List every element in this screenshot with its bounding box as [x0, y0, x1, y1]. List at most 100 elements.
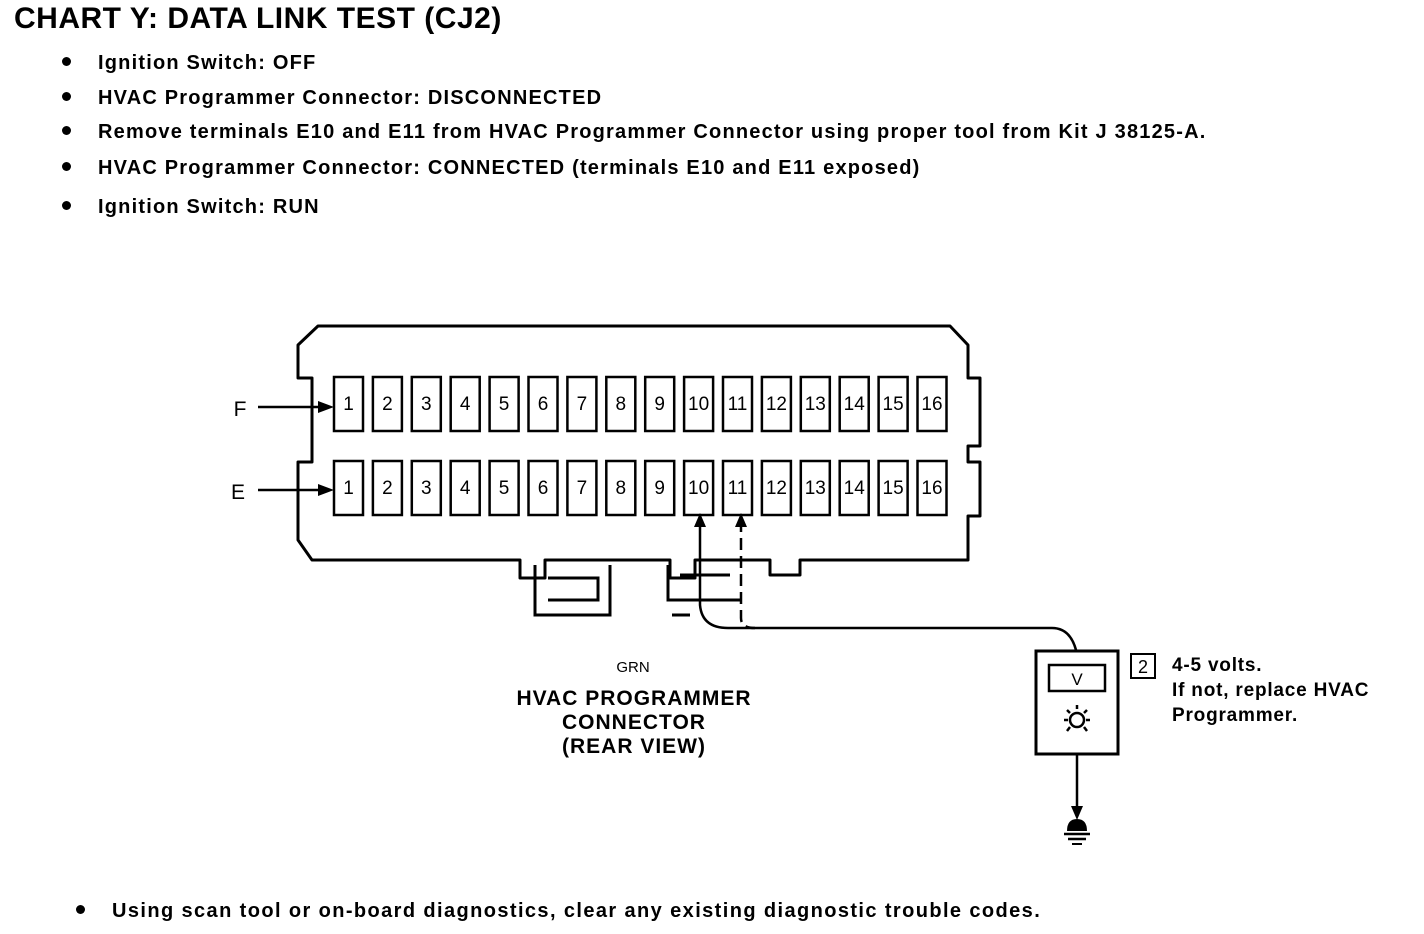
terminal-cavity	[838, 459, 870, 517]
terminal-f1: 1	[332, 375, 365, 433]
terminal-number: 7	[577, 394, 588, 415]
connector-caption-line: (REAR VIEW)	[562, 735, 706, 758]
terminal-f16: 16	[916, 375, 948, 433]
probe-wire-e11	[739, 520, 756, 630]
connector-housing	[296, 324, 982, 580]
step-item: Ignition Switch: OFF	[62, 52, 316, 82]
terminal-e1: 1	[332, 459, 365, 517]
step-number: 2	[1138, 657, 1148, 677]
step-item: HVAC Programmer Connector: CONNECTED (te…	[62, 157, 921, 187]
terminal-cavity	[916, 375, 948, 433]
terminal-e8: 8	[605, 459, 637, 517]
meter-display: V	[1071, 670, 1083, 689]
terminal-e16: 16	[916, 459, 948, 517]
bullet-icon	[62, 92, 71, 102]
terminal-number: 10	[688, 478, 709, 499]
terminal-number: 8	[616, 394, 627, 415]
terminal-number: 7	[577, 478, 588, 499]
terminal-f12: 12	[760, 375, 793, 433]
terminal-f4: 4	[449, 375, 481, 433]
terminal-number: 10	[688, 394, 709, 415]
step-item: Ignition Switch: RUN	[62, 196, 320, 226]
row-label-f: F	[234, 398, 247, 421]
terminal-f11: 11	[721, 375, 754, 433]
terminal-number: 14	[844, 394, 866, 415]
terminal-cavity	[410, 459, 443, 517]
terminal-cavity	[682, 459, 715, 517]
row-pointer-f	[258, 401, 334, 413]
terminal-f15: 15	[877, 375, 909, 433]
terminal-cavity	[332, 375, 365, 433]
terminal-number: 5	[499, 478, 510, 499]
terminal-f7: 7	[566, 375, 598, 433]
footer-text: Using scan tool or on-board diagnostics,…	[112, 900, 1042, 922]
step-number-box	[1130, 653, 1156, 679]
wire-color-label: GRN	[616, 659, 649, 676]
result-line: If not, replace HVAC	[1172, 680, 1369, 701]
connector-latch-right	[666, 565, 740, 617]
terminal-number: 13	[805, 478, 826, 499]
terminal-e13: 13	[799, 459, 832, 517]
probe-tip-e10	[694, 513, 706, 527]
terminal-f6: 6	[527, 375, 559, 433]
terminal-cavity	[877, 459, 909, 517]
connector-latch-left	[533, 565, 612, 617]
row-label-e: E	[231, 481, 245, 504]
row-pointer-e	[258, 484, 334, 496]
terminal-cavity	[527, 375, 559, 433]
terminal-cavity	[643, 459, 676, 517]
footer-note: Using scan tool or on-board diagnostics,…	[76, 900, 1041, 923]
terminal-cavity	[838, 375, 870, 433]
step-text: Ignition Switch: OFF	[98, 52, 317, 74]
step-text: HVAC Programmer Connector: CONNECTED (te…	[98, 157, 921, 179]
result-line: 4-5 volts.	[1172, 655, 1262, 676]
terminal-cavity	[527, 459, 559, 517]
terminal-number: 11	[728, 478, 748, 499]
step-text: HVAC Programmer Connector: DISCONNECTED	[98, 87, 603, 109]
voltmeter: V	[1034, 649, 1120, 756]
probe-tip-e11	[735, 513, 747, 527]
terminal-number: 15	[883, 478, 904, 499]
ground-icon	[1064, 819, 1090, 845]
terminal-cavity	[371, 375, 404, 433]
connector-caption-line: HVAC PROGRAMMER	[516, 687, 751, 710]
terminal-f3: 3	[410, 375, 443, 433]
terminal-cavity	[605, 375, 637, 433]
bullet-icon	[76, 905, 85, 915]
terminal-number: 9	[654, 478, 665, 499]
terminal-e9: 9	[643, 459, 676, 517]
terminal-f8: 8	[605, 375, 637, 433]
step-text: Remove terminals E10 and E11 from HVAC P…	[98, 121, 1207, 143]
terminal-cavity	[799, 459, 832, 517]
connector-caption-line: CONNECTOR	[562, 711, 706, 734]
terminal-number: 12	[766, 478, 787, 499]
terminal-number: 4	[460, 478, 471, 499]
terminal-cavity	[721, 375, 754, 433]
terminal-f13: 13	[799, 375, 832, 433]
terminal-f9: 9	[643, 375, 676, 433]
bullet-icon	[62, 201, 71, 211]
step-item: HVAC Programmer Connector: DISCONNECTED	[62, 87, 602, 117]
step-text: Ignition Switch: RUN	[98, 196, 320, 218]
bullet-icon	[62, 57, 71, 67]
terminal-number: 12	[766, 394, 787, 415]
terminal-cavity	[760, 459, 793, 517]
terminal-number: 8	[616, 478, 627, 499]
terminal-number: 14	[844, 478, 866, 499]
terminal-number: 13	[805, 394, 826, 415]
terminal-e12: 12	[760, 459, 793, 517]
terminal-cavity	[605, 459, 637, 517]
terminal-number: 2	[382, 478, 393, 499]
terminal-number: 3	[421, 394, 432, 415]
terminal-cavity	[371, 459, 404, 517]
ground-arrow-icon	[1071, 806, 1083, 820]
terminal-cavity	[916, 459, 948, 517]
terminal-e4: 4	[449, 459, 481, 517]
terminal-number: 3	[421, 478, 432, 499]
meter-lamp-icon	[1064, 705, 1090, 732]
terminal-cavity	[410, 375, 443, 433]
terminal-cavity	[721, 459, 754, 517]
terminal-cavity	[682, 375, 715, 433]
